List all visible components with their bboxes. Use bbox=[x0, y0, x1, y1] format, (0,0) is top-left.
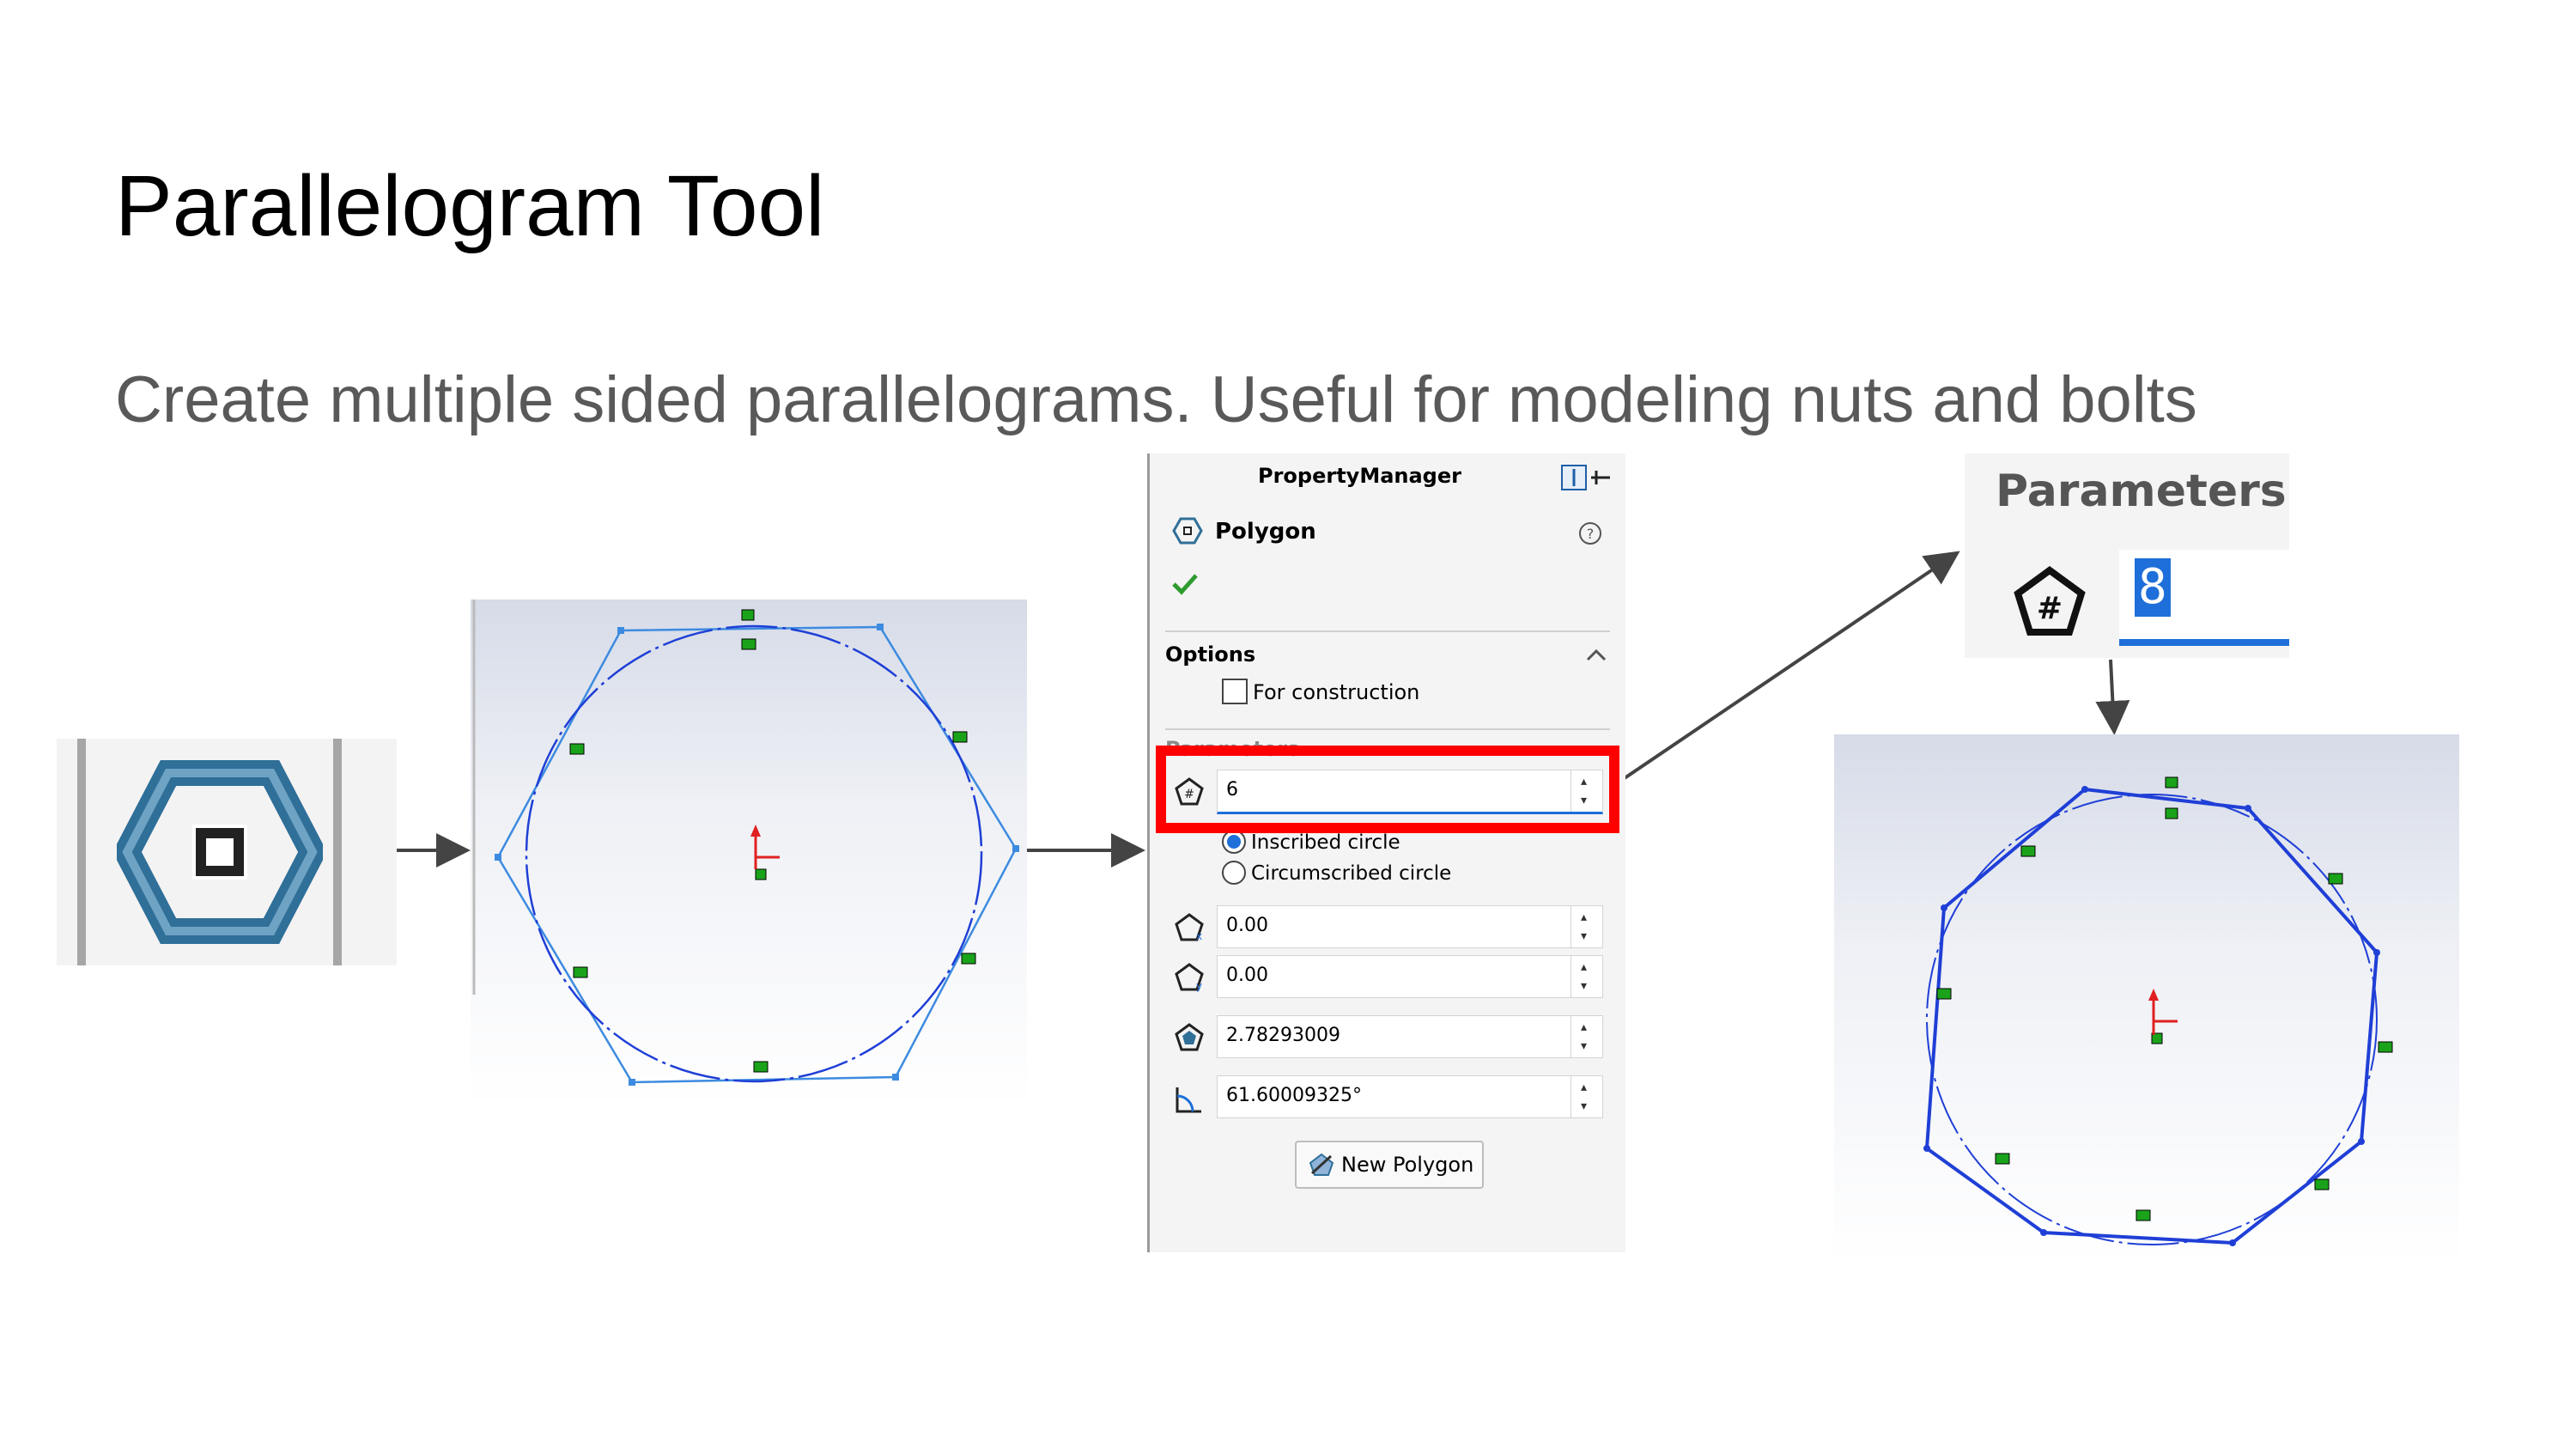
center-x-icon: x bbox=[1175, 913, 1204, 942]
circumscribed-circle-label: Circumscribed circle bbox=[1251, 862, 1452, 885]
slide-subtitle: Create multiple sided parallelograms. Us… bbox=[115, 363, 2197, 436]
parameters-zoom-title: Parameters bbox=[1996, 466, 2287, 517]
center-x-input[interactable]: 0.00 ▴▾ bbox=[1217, 905, 1603, 948]
sides-input-value: 6 bbox=[1226, 779, 1238, 801]
diameter-spinner[interactable]: ▴▾ bbox=[1571, 1016, 1602, 1057]
svg-text:?: ? bbox=[1587, 526, 1595, 542]
hexagon-sketch-view bbox=[471, 600, 1027, 1106]
input-focus-underline bbox=[2119, 639, 2289, 646]
sides-zoom-value: 8 bbox=[2135, 558, 2171, 617]
collapse-chevron-icon[interactable] bbox=[1586, 648, 1607, 661]
feature-name: Polygon bbox=[1215, 519, 1316, 545]
svg-text:x: x bbox=[1196, 930, 1202, 942]
octagon-sketch-view bbox=[1834, 734, 2459, 1267]
center-y-spinner[interactable]: ▴▾ bbox=[1571, 956, 1602, 997]
polygon-tool-button[interactable] bbox=[57, 739, 397, 965]
for-construction-label: For construction bbox=[1253, 680, 1420, 704]
center-x-spinner[interactable]: ▴▾ bbox=[1571, 906, 1602, 947]
center-y-icon: y bbox=[1175, 963, 1204, 992]
options-section-label[interactable]: Options bbox=[1165, 642, 1256, 667]
property-manager-header: PropertyManager bbox=[1258, 464, 1461, 488]
toolbar-separator bbox=[77, 739, 86, 965]
sides-spinner[interactable]: ▴▾ bbox=[1571, 770, 1602, 812]
arrow-icon bbox=[2095, 659, 2130, 735]
section-divider bbox=[1165, 728, 1610, 730]
svg-text:#: # bbox=[1184, 788, 1194, 801]
circumscribed-circle-radio[interactable] bbox=[1222, 861, 1246, 885]
inscribed-circle-label: Inscribed circle bbox=[1251, 831, 1400, 854]
sides-count-icon: # bbox=[1175, 777, 1204, 806]
hexagon-sketch bbox=[472, 600, 1019, 1086]
section-divider bbox=[1165, 630, 1610, 632]
parameters-zoom-view: Parameters # 8 bbox=[1965, 454, 2289, 658]
polygon-tool-icon bbox=[117, 760, 323, 944]
center-x-value: 0.00 bbox=[1226, 915, 1268, 936]
center-y-input[interactable]: 0.00 ▴▾ bbox=[1217, 955, 1603, 998]
angle-icon bbox=[1176, 1087, 1201, 1113]
sides-count-icon: # bbox=[2014, 566, 2086, 636]
help-icon[interactable]: ? bbox=[1577, 521, 1603, 546]
angle-spinner[interactable]: ▴▾ bbox=[1571, 1076, 1602, 1117]
inscribed-circle-radio[interactable] bbox=[1222, 830, 1246, 854]
for-construction-checkbox[interactable] bbox=[1222, 679, 1248, 704]
center-y-value: 0.00 bbox=[1226, 965, 1268, 986]
new-polygon-icon bbox=[1309, 1153, 1334, 1176]
polygon-feature-icon bbox=[1172, 517, 1203, 545]
svg-text:#: # bbox=[2037, 591, 2063, 626]
angle-input[interactable]: 61.60009325° ▴▾ bbox=[1217, 1075, 1603, 1118]
new-polygon-label: New Polygon bbox=[1341, 1153, 1474, 1177]
new-polygon-button[interactable]: New Polygon bbox=[1295, 1141, 1484, 1189]
pin-icon[interactable] bbox=[1560, 464, 1612, 493]
svg-text:y: y bbox=[1196, 980, 1202, 992]
slide-title: Parallelogram Tool bbox=[115, 158, 825, 254]
ok-check-icon[interactable] bbox=[1170, 570, 1200, 596]
octagon-sketch bbox=[1923, 776, 2393, 1246]
property-manager-panel: PropertyManager Polygon ? Options For co… bbox=[1147, 454, 1625, 1252]
angle-value: 61.60009325° bbox=[1226, 1085, 1362, 1106]
diameter-value: 2.78293009 bbox=[1226, 1025, 1340, 1046]
sides-highlight-box bbox=[1156, 746, 1619, 833]
toolbar-separator bbox=[333, 739, 342, 965]
diameter-icon bbox=[1175, 1023, 1204, 1051]
arrow-icon bbox=[1618, 551, 1960, 783]
sides-input[interactable]: 6 ▴▾ bbox=[1217, 770, 1603, 814]
diameter-input[interactable]: 2.78293009 ▴▾ bbox=[1217, 1015, 1603, 1058]
